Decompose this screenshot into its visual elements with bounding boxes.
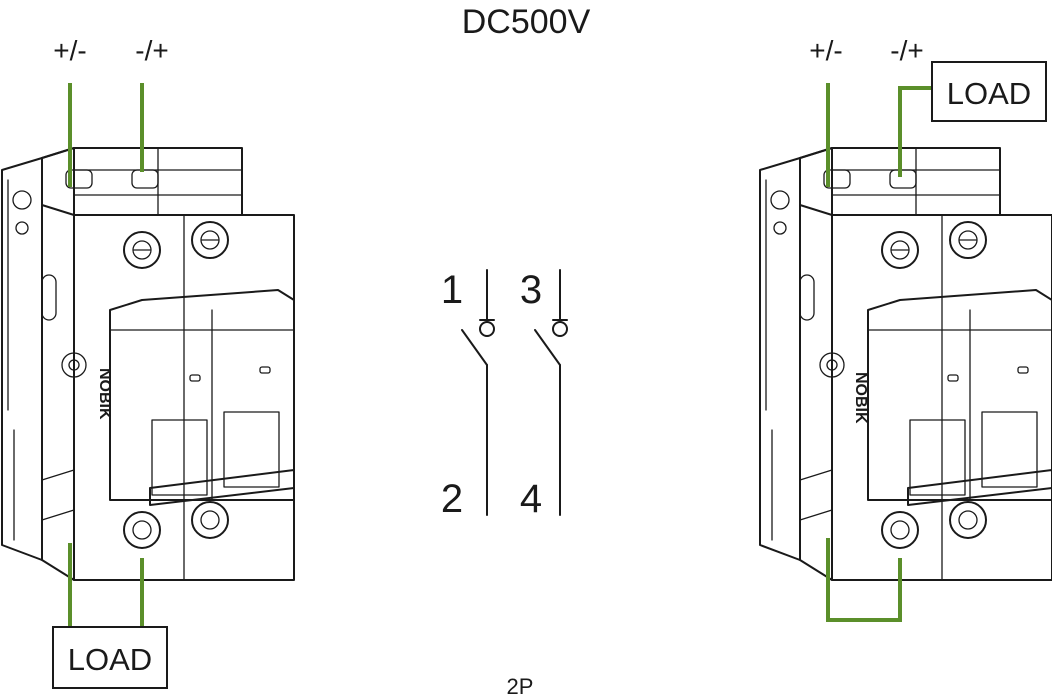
right-terminal-label-right: -/+ — [890, 35, 923, 66]
right-breaker: NOBIK — [759, 147, 1052, 581]
pole1-bottom-label: 2 — [441, 477, 463, 521]
pole1-top-label: 1 — [441, 268, 463, 312]
pole-schematic — [461, 269, 568, 516]
left-terminal-label-right: -/+ — [135, 35, 168, 66]
left-supply-wires — [68, 83, 144, 187]
right-load-box — [931, 61, 1047, 122]
pole-count-label: 2P — [507, 674, 534, 697]
left-breaker: NOBIK — [1, 147, 295, 581]
pole2-top-label: 3 — [520, 268, 542, 312]
left-terminal-label-left: +/- — [53, 35, 86, 66]
right-terminal-label-left: +/- — [809, 35, 842, 66]
left-load-wires — [68, 543, 144, 627]
diagram-title: DC500V — [462, 3, 591, 41]
left-load-label: LOAD — [68, 642, 152, 677]
right-load-label: LOAD — [947, 76, 1031, 111]
right-series-jumper — [826, 538, 902, 622]
brand-label: NOBIK — [96, 368, 113, 420]
right-supply-wires — [826, 83, 934, 187]
pole2-bottom-label: 4 — [520, 477, 542, 521]
left-load-box — [52, 626, 168, 689]
brand-label: NOBIK — [852, 372, 869, 424]
